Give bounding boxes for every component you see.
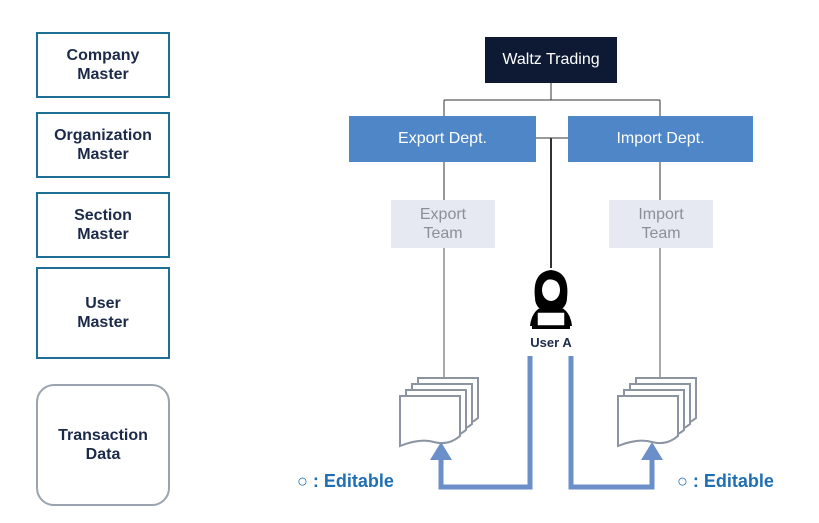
export-dept-node: Export Dept.	[349, 116, 536, 162]
right-edit-arrow	[568, 356, 663, 490]
company-node: Waltz Trading	[485, 37, 617, 83]
import-team-node: Import Team	[609, 200, 713, 248]
import-dept-node: Import Dept.	[568, 116, 753, 162]
transaction-data-box: Transaction Data	[36, 384, 170, 506]
left-edit-arrow	[430, 356, 533, 490]
organization-master-box: Organization Master	[36, 112, 170, 178]
user-person-icon	[530, 270, 572, 329]
export-documents-icon	[399, 377, 479, 448]
export-team-node: Export Team	[391, 200, 495, 248]
editable-label-right: ○ : Editable	[677, 471, 774, 491]
user-master-box: User Master	[36, 267, 170, 359]
section-master-box: Section Master	[36, 192, 170, 258]
import-documents-icon	[617, 377, 697, 448]
user-a-label: User A	[530, 335, 572, 350]
company-master-box: Company Master	[36, 32, 170, 98]
editable-label-left: ○ : Editable	[297, 471, 394, 491]
